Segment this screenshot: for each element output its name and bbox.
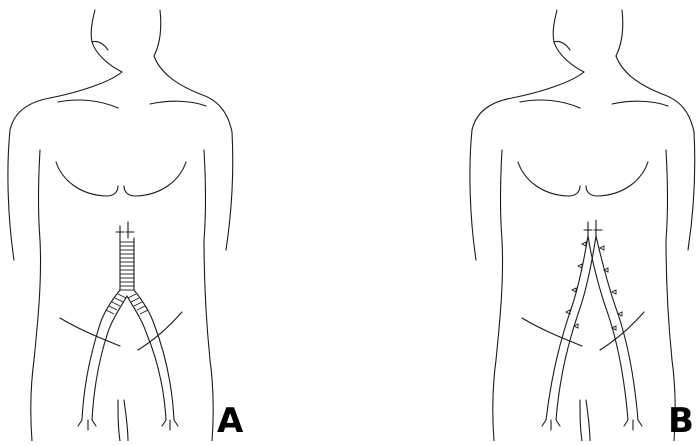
panel-label-a: A [217, 404, 243, 438]
suture-markers [566, 242, 622, 330]
panel-label-b: B [668, 404, 694, 438]
graft-hatching [106, 242, 148, 314]
panel-a-figure [8, 10, 233, 441]
panel-b-figure [470, 10, 695, 441]
